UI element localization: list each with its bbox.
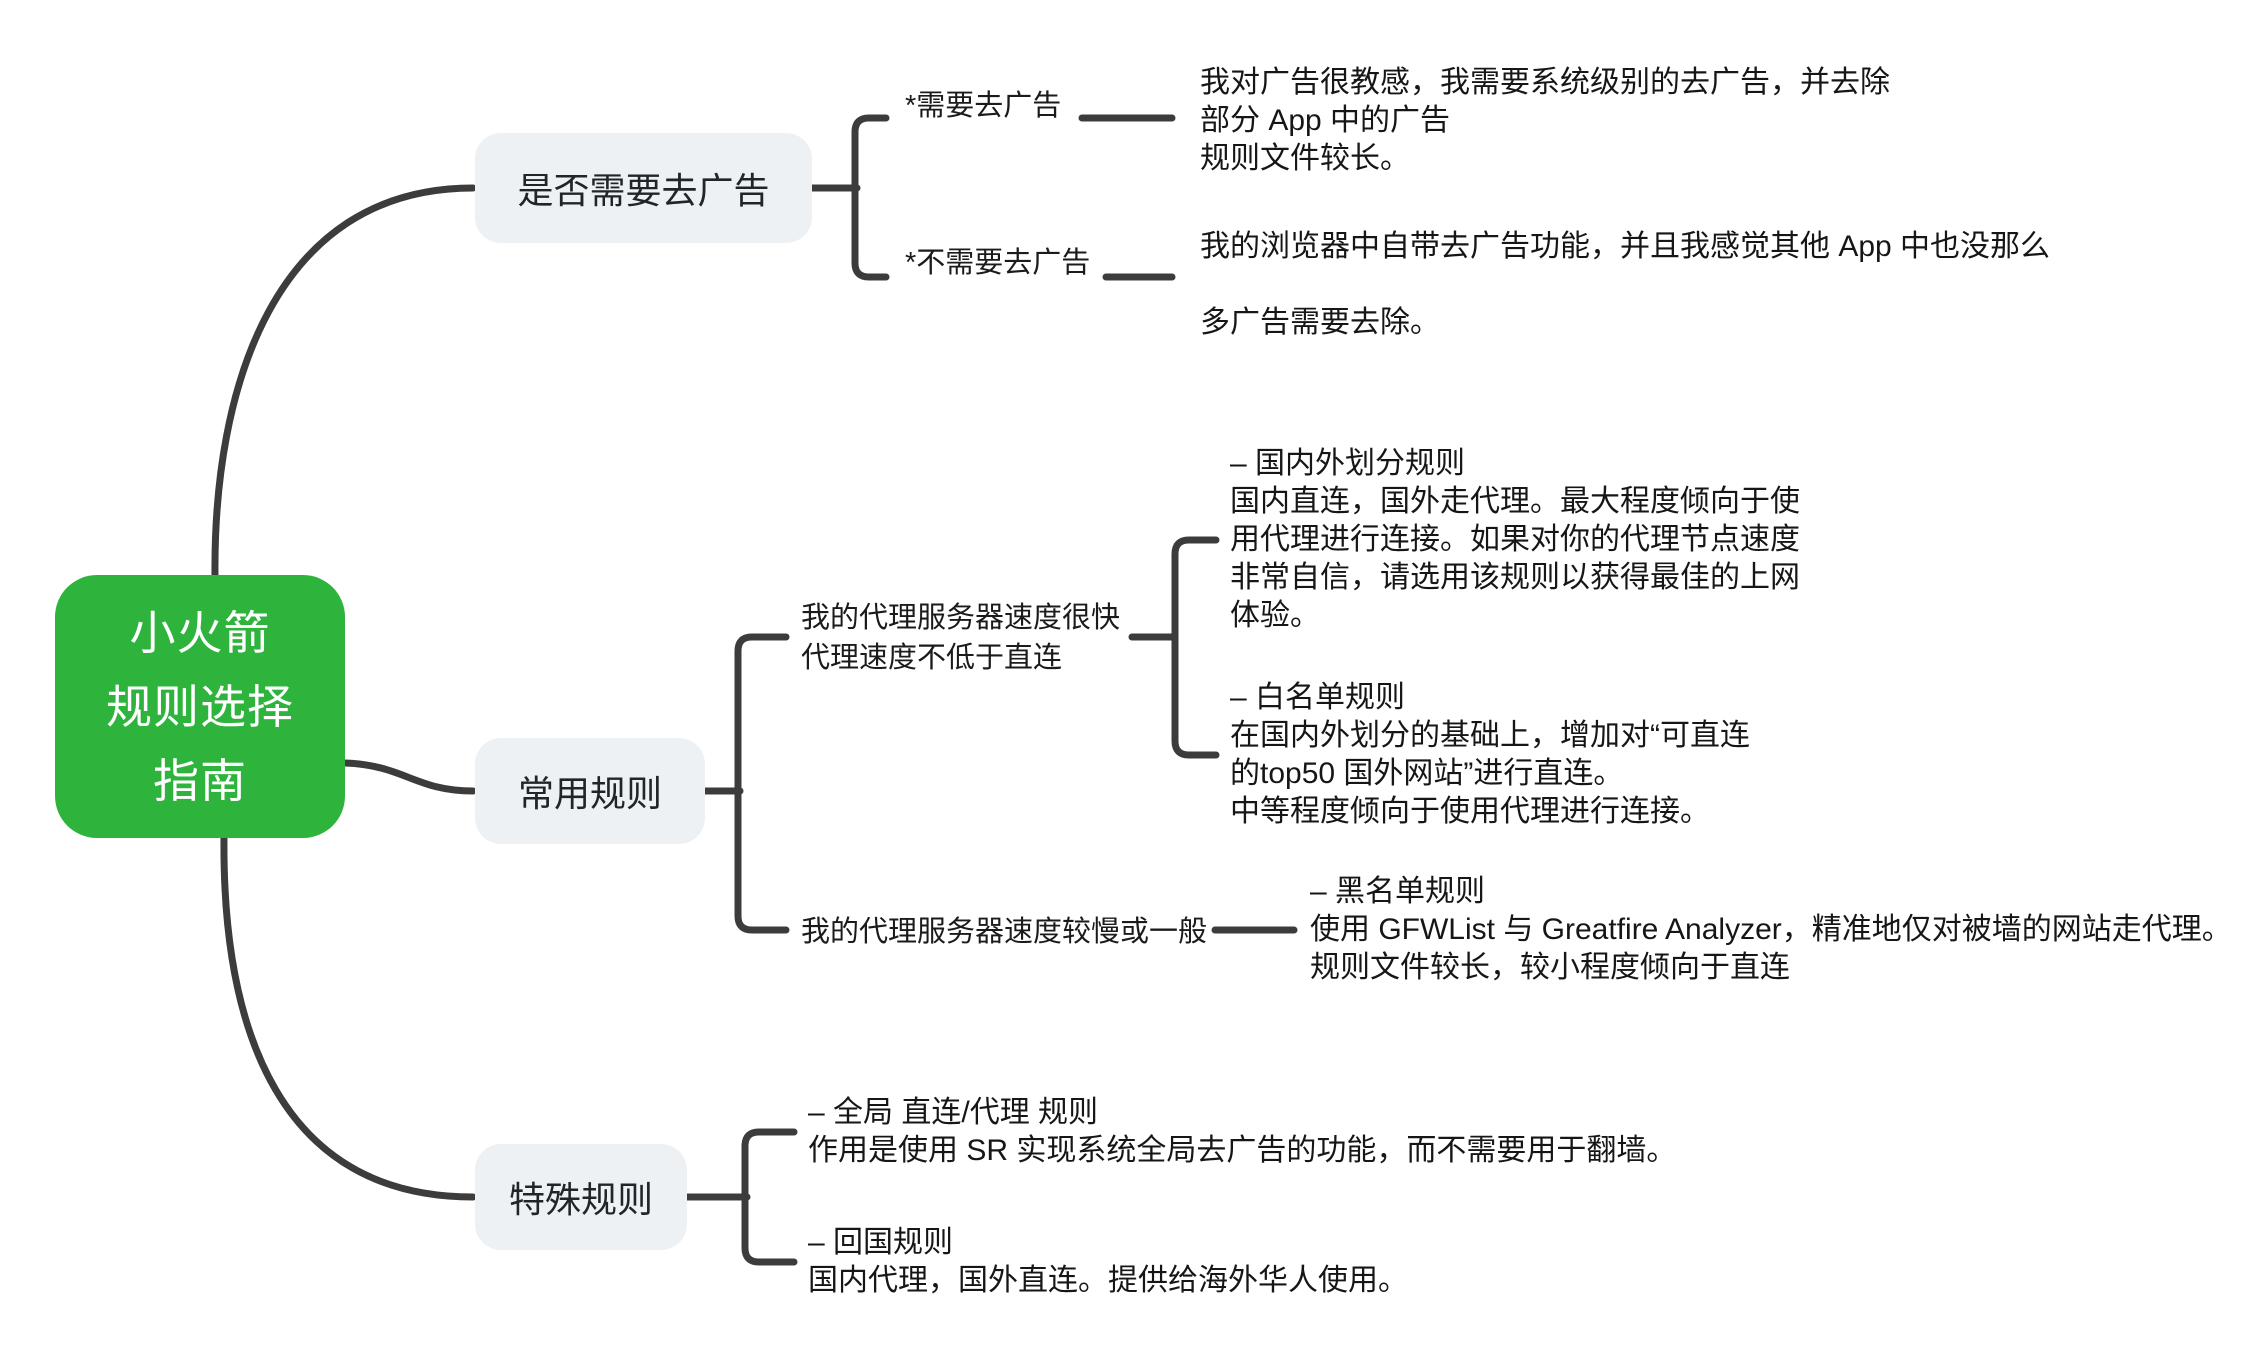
note-global-rule[interactable]: – 全局 直连/代理 规则 作用是使用 SR 实现系统全局去广告的功能，而不需要… — [808, 1096, 1677, 1167]
note-whitelist-rule[interactable]: – 白名单规则 在国内外划分的基础上，增加对“可直连 的top50 国外网站”进… — [1230, 681, 1750, 828]
edge-root-to-special — [220, 832, 477, 1201]
note-geo-split-rule[interactable]: – 国内外划分规则 国内直连，国外走代理。最大程度倾向于使 用代理进行连接。如果… — [1230, 447, 1800, 632]
note-no-adblock[interactable]: 我的浏览器中自带去广告功能，并且我感觉其他 App 中也没那么 多广告需要去除。 — [1200, 230, 2051, 339]
topic-special-rules[interactable]: 特殊规则 — [475, 1144, 687, 1250]
subtopic-need-adblock[interactable]: *需要去广告 — [905, 90, 1062, 122]
edge-root-to-common — [341, 759, 477, 795]
topic-adblock-question[interactable]: 是否需要去广告 — [475, 133, 812, 243]
topic-common-rules[interactable]: 常用规则 — [475, 738, 705, 844]
root-topic[interactable]: 小火箭 规则选择 指南 — [55, 575, 345, 838]
subtopic-no-adblock[interactable]: *不需要去广告 — [905, 247, 1091, 279]
bracket-fast-proxy-spine — [1171, 536, 1220, 759]
subtopic-fast-proxy[interactable]: 我的代理服务器速度很快 代理速度不低于直连 — [801, 602, 1121, 674]
note-blacklist-rule[interactable]: – 黑名单规则 使用 GFWList 与 Greatfire Analyzer，… — [1310, 875, 2232, 984]
bracket-special-spine — [741, 1128, 798, 1266]
subtopic-slow-proxy[interactable]: 我的代理服务器速度较慢或一般 — [801, 916, 1208, 948]
note-need-adblock[interactable]: 我对广告很教感，我需要系统级别的去广告，并去除 部分 App 中的广告 规则文件… — [1200, 66, 1890, 175]
bracket-common-spine — [734, 633, 790, 934]
note-homecoming-rule[interactable]: – 回国规则 国内代理，国外直连。提供给海外华人使用。 — [808, 1226, 1408, 1297]
edge-root-to-adblock — [211, 184, 477, 581]
bracket-adblock-spine — [851, 114, 890, 281]
